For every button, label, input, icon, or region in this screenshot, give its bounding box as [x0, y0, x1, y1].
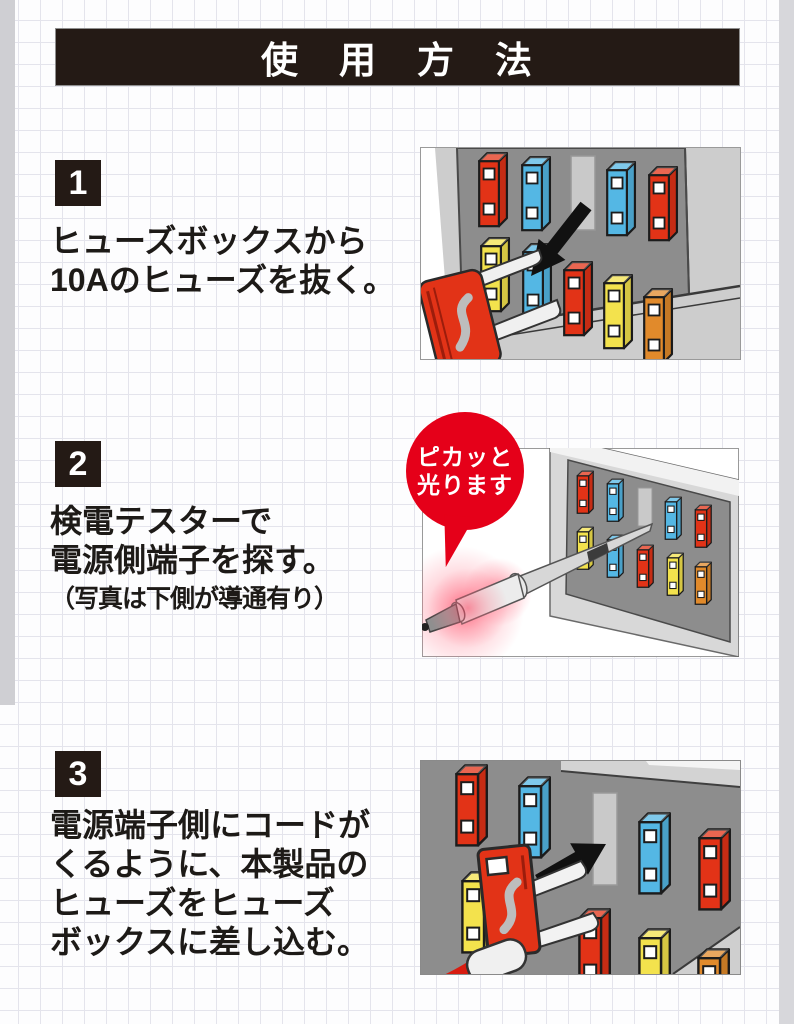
product-grip-mark: [499, 877, 522, 935]
section-title: 使 用 方 法: [261, 40, 534, 81]
product-fuse: [445, 843, 600, 974]
fuse-red: [563, 261, 594, 337]
fuse-orange: [697, 948, 730, 974]
product-prong-upper: [521, 859, 588, 901]
fuse-puller: [421, 248, 562, 359]
step-1-badge: 1: [55, 160, 101, 206]
callout-bubble: ピカッと 光ります: [406, 412, 524, 570]
fuse-blue: [638, 812, 671, 895]
fuse-box-insert-illustration: [421, 761, 740, 974]
fuse-orange: [694, 561, 712, 605]
photo-edge-left: [0, 0, 15, 705]
fuse-orange: [643, 288, 674, 359]
step-2-illustration: ピカッと 光ります: [400, 410, 739, 657]
puller-grip-mark: [455, 293, 473, 352]
step-2-badge: 2: [55, 441, 101, 487]
fuse-red: [576, 470, 594, 514]
fuse-red: [636, 544, 654, 588]
empty-fuse-slot: [637, 487, 653, 527]
fuse-red: [455, 764, 488, 847]
fuse-red: [478, 152, 509, 228]
fuse-yellow: [666, 552, 684, 596]
fuse-blue: [606, 478, 624, 522]
step-2-text: 検電テスターで 電源側端子を探す。 （写真は下側が導通有り）: [50, 502, 339, 618]
fuse-yellow: [603, 274, 634, 350]
cord-connector: [465, 938, 528, 974]
fuse-blue: [664, 496, 682, 540]
fuse-red: [698, 828, 731, 911]
section-title-bar: 使 用 方 法: [55, 28, 740, 86]
arrow-icon: [531, 201, 592, 276]
step-3-badge: 3: [55, 751, 101, 797]
fuse-box-illustration: [421, 148, 740, 359]
fuse-blue: [521, 156, 552, 232]
puller-prong-lower: [475, 298, 562, 348]
step-1-text: ヒューズボックスから 10Aのヒューズを抜く。: [50, 223, 396, 298]
step-3-illustration: [420, 760, 741, 975]
fuse-blue: [606, 161, 637, 237]
callout-tail: [439, 514, 475, 570]
fuse-red: [694, 504, 712, 548]
fuse-yellow: [638, 928, 671, 974]
empty-fuse-slot: [592, 792, 618, 886]
step-3-text: 電源端子側にコードが くるように、本製品の ヒューズをヒューズ ボックスに差し込…: [50, 807, 371, 960]
fuse-red: [648, 166, 679, 242]
step-2-note: （写真は下側が導通有り）: [50, 585, 339, 613]
photo-edge-right: [779, 0, 794, 1024]
step-1-illustration: [420, 147, 741, 360]
product-prong-lower: [527, 911, 600, 951]
